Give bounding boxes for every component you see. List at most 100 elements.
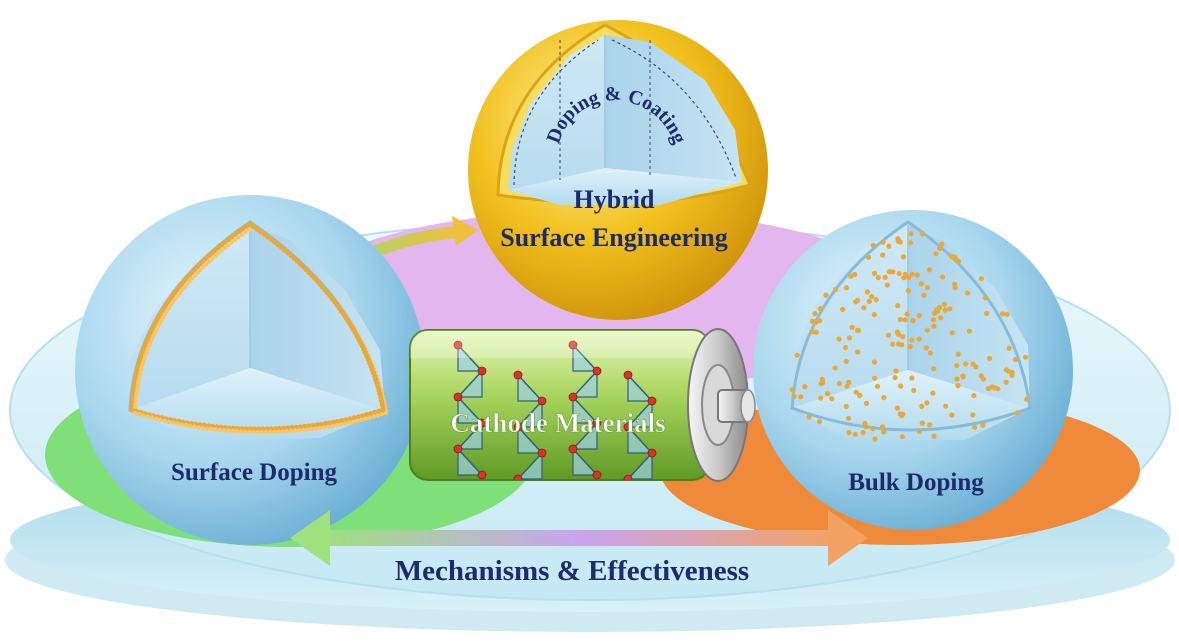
oxygen-atom <box>537 396 547 406</box>
surface-dopant-dot <box>136 380 141 385</box>
bulk-dopant-dot <box>846 430 852 436</box>
surface-dopant-dot <box>216 251 221 256</box>
dotted-outline-left <box>513 39 599 186</box>
oxygen-atom <box>477 418 487 428</box>
crystal-bond <box>627 426 653 454</box>
surface-dopant-dot <box>154 416 159 421</box>
hybrid-left-wall <box>508 35 605 190</box>
bulk-dopant-dot <box>952 285 958 291</box>
bulk-dopant-dot <box>898 383 904 389</box>
surface-dopant-dot <box>255 429 260 435</box>
surface-dopant-dot <box>314 422 320 428</box>
bulk-dopant-dot <box>885 332 892 338</box>
bulk-dopant-dot <box>947 306 953 312</box>
bulk-dopant-dot <box>880 252 886 258</box>
bulk-dopant-dot <box>842 345 849 351</box>
crystal-bond <box>572 344 598 372</box>
crystal-bond <box>457 344 483 372</box>
surface-dopant-dot <box>330 423 335 429</box>
bulk-dopant-dot <box>904 311 910 317</box>
surface-dopant-dot <box>305 427 310 432</box>
oxygen-atom <box>623 370 633 380</box>
crystal-bond <box>572 396 598 424</box>
crystal-bond <box>572 422 598 450</box>
surface-dopant-dot <box>334 423 339 428</box>
bulk-dopant-dot <box>852 271 858 278</box>
crystal-bond <box>517 426 543 454</box>
bulk-dopant-dot <box>802 384 808 390</box>
bulk-dopant-dot <box>871 270 878 276</box>
bulk-dopant-dot <box>844 383 850 389</box>
surface-dopant-dot <box>137 412 142 417</box>
bulk-dopant-dot <box>955 351 961 357</box>
bulk-dopant-dot <box>861 305 867 311</box>
crystal-bond <box>457 422 483 450</box>
surface-dopant-dot <box>201 264 206 270</box>
bulk-dopant-dot <box>931 433 937 439</box>
bulk-dopant-dot <box>1012 356 1019 363</box>
bulk-dopant-dot <box>905 288 911 294</box>
surface-dopant-dot <box>236 229 242 235</box>
surface-dopant-dot <box>347 416 353 422</box>
bulk-dopant-dot <box>866 298 872 304</box>
bulk-dopant-dot <box>943 403 949 409</box>
bulk-dopant-dot <box>882 274 888 280</box>
surface-dopant-dot <box>280 429 285 434</box>
oxygen-atom <box>568 340 578 350</box>
bulk-dopant-dot <box>863 400 870 406</box>
surface-dopant-dot <box>222 245 227 250</box>
bulk-dopant-dot <box>954 363 960 369</box>
bulk-dopant-dot <box>843 358 849 364</box>
surface-dopant-dot <box>251 223 257 230</box>
surface-dopant-dot <box>350 419 356 424</box>
bulk-dopant-dot <box>971 393 977 399</box>
bulk-dopant-dot <box>819 376 825 382</box>
surface-dopant-dot <box>213 427 218 432</box>
surface-dopant-dot <box>204 426 210 431</box>
bulk-dopant-dot <box>845 415 852 421</box>
bulk-dopant-dot <box>914 272 920 278</box>
surface-dopant-dot <box>138 370 143 375</box>
bulk-dopant-dot <box>836 381 843 387</box>
bulk-dopant-dot <box>948 253 955 259</box>
oxygen-atom <box>477 366 487 376</box>
surface-dopant-dot <box>225 243 231 248</box>
oxygen-atom <box>623 474 633 480</box>
crystal-bond <box>627 374 653 402</box>
bulk-dopant-dot <box>880 424 886 430</box>
crystal-bond <box>627 452 653 480</box>
surface-dopant-dot <box>230 428 235 434</box>
surface-dopant-dot <box>379 412 385 417</box>
bulk-dopant-dot <box>832 365 838 371</box>
bulk-dopant-dot <box>966 328 973 334</box>
bulk-dopant-dot <box>931 323 937 329</box>
surface-dopant-dot <box>380 407 386 413</box>
surface-dopant-dot <box>175 421 180 426</box>
bulk-dopant-dot <box>872 436 878 442</box>
surface-dopant-dot <box>343 417 349 423</box>
oxygen-atom <box>453 392 463 402</box>
surface-dopant-dot <box>226 428 231 433</box>
bulk-dopant-dot <box>916 428 923 434</box>
surface-dopant-dot <box>188 423 193 429</box>
surface-dopant-dot <box>166 419 172 424</box>
bulk-dopant-dot <box>881 395 887 401</box>
oxygen-atom <box>513 474 523 480</box>
bulk-dopant-dot <box>949 412 955 418</box>
surface-dopant-dot <box>139 366 144 372</box>
bulk-dopant-dot <box>919 231 926 237</box>
bulk-dopant-dot <box>829 396 835 402</box>
bulk-dopant-dot <box>916 336 922 342</box>
bulk-dopant-dot <box>871 359 878 365</box>
surface-dopant-dot <box>339 418 345 424</box>
bulk-dopant-dot <box>965 290 971 296</box>
bulk-dopant-dot <box>955 258 962 264</box>
bulk-dopant-dot <box>970 412 976 418</box>
bulk-dopant-dot <box>873 297 879 303</box>
bulk-dopant-dot <box>909 271 915 277</box>
bulk-dopant-dot <box>1003 379 1009 385</box>
bulk-dopant-dot <box>924 327 930 333</box>
surface-dopant-dot <box>145 346 150 352</box>
bulk-dopant-dot <box>978 373 984 379</box>
bulk-dopant-dot <box>809 318 816 324</box>
